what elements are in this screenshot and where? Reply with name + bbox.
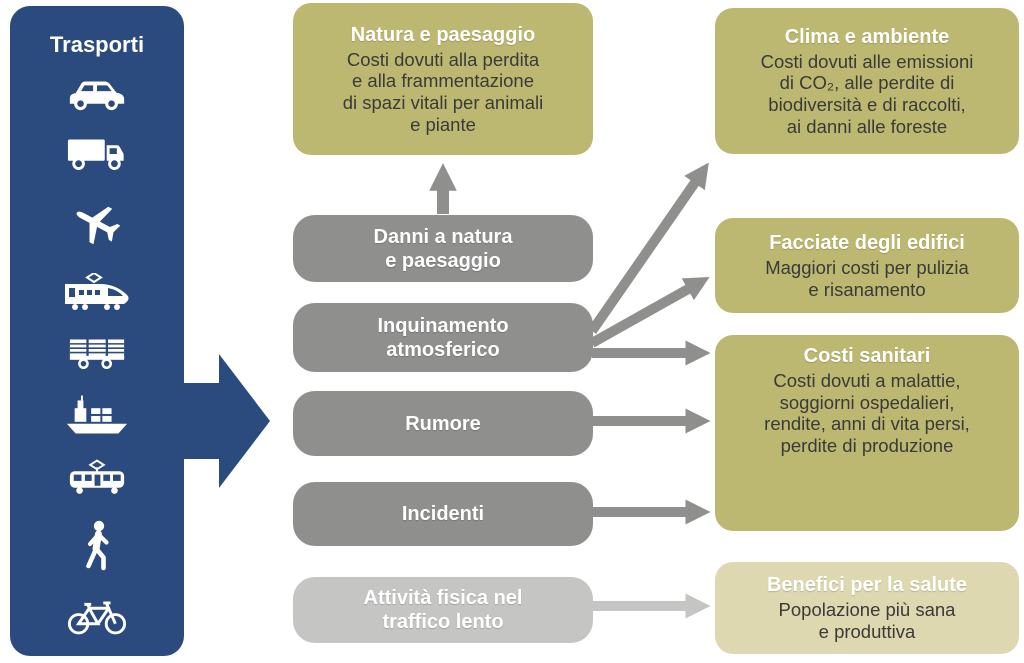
effect-box-facciate-edifici: Facciate degli edifici Maggiori costi pe… — [715, 218, 1019, 313]
effect-title: Facciate degli edifici — [769, 231, 965, 254]
tram-icon — [66, 458, 128, 497]
cause-box-attivita-fisica: Attività fisica nel traffico lento — [293, 577, 593, 643]
transport-icon-column — [10, 72, 184, 644]
cause-label: Incidenti — [401, 503, 485, 525]
cause-label: Inquinamento atmosferico — [377, 314, 509, 361]
effect-body: Costi dovuti a malattie, soggiorni osped… — [764, 370, 970, 456]
effect-body: Costi dovuti alla perdita e alla frammen… — [342, 48, 544, 135]
effect-title: Natura e paesaggio — [350, 23, 536, 46]
effect-box-natura-paesaggio: Natura e paesaggio Costi dovuti alla per… — [293, 3, 593, 155]
effect-body: Popolazione più sana e produttiva — [778, 599, 956, 642]
cause-label: Attività fisica nel traffico lento — [363, 587, 523, 633]
effect-title: Benefici per la salute — [766, 574, 968, 597]
arrow-inquinamento-to-facciate — [589, 276, 710, 348]
cause-box-rumore: Rumore — [293, 391, 593, 456]
cause-box-incidenti: Incidenti — [293, 482, 593, 546]
effect-title: Costi sanitari — [803, 345, 931, 367]
cargo-ship-icon — [63, 395, 131, 435]
bicycle-icon — [66, 596, 128, 636]
effect-title: Clima e ambiente — [784, 25, 950, 48]
airplane-icon — [68, 196, 126, 250]
effect-box-clima-ambiente: Clima e ambiente Costi dovuti alle emiss… — [715, 8, 1019, 154]
cause-label: Rumore — [405, 412, 481, 435]
freight-wagon-icon — [67, 337, 127, 371]
sidebar-title: Trasporti — [49, 32, 145, 57]
cause-label: Danni a natura e paesaggio — [373, 225, 513, 272]
effect-box-benefici-salute: Benefici per la salute Popolazione più s… — [715, 562, 1019, 654]
car-icon — [66, 78, 128, 112]
effect-body: Costi dovuti alle emissioni di CO₂, alle… — [760, 50, 974, 137]
truck-icon — [66, 136, 128, 172]
cause-box-inquinamento: Inquinamento atmosferico — [293, 303, 593, 372]
pedestrian-icon — [82, 520, 112, 572]
high-speed-train-icon — [62, 273, 132, 313]
transport-sidebar: Trasporti — [10, 6, 184, 656]
cause-box-danni-natura: Danni a natura e paesaggio — [293, 215, 593, 282]
effect-box-costi-sanitari: Costi sanitari Costi dovuti a malattie, … — [715, 335, 1019, 531]
arrow-inquinamento-to-clima — [587, 162, 709, 334]
main-blue-arrow — [183, 354, 270, 488]
effect-body: Maggiori costi per pulizia e risanamento — [765, 256, 969, 300]
